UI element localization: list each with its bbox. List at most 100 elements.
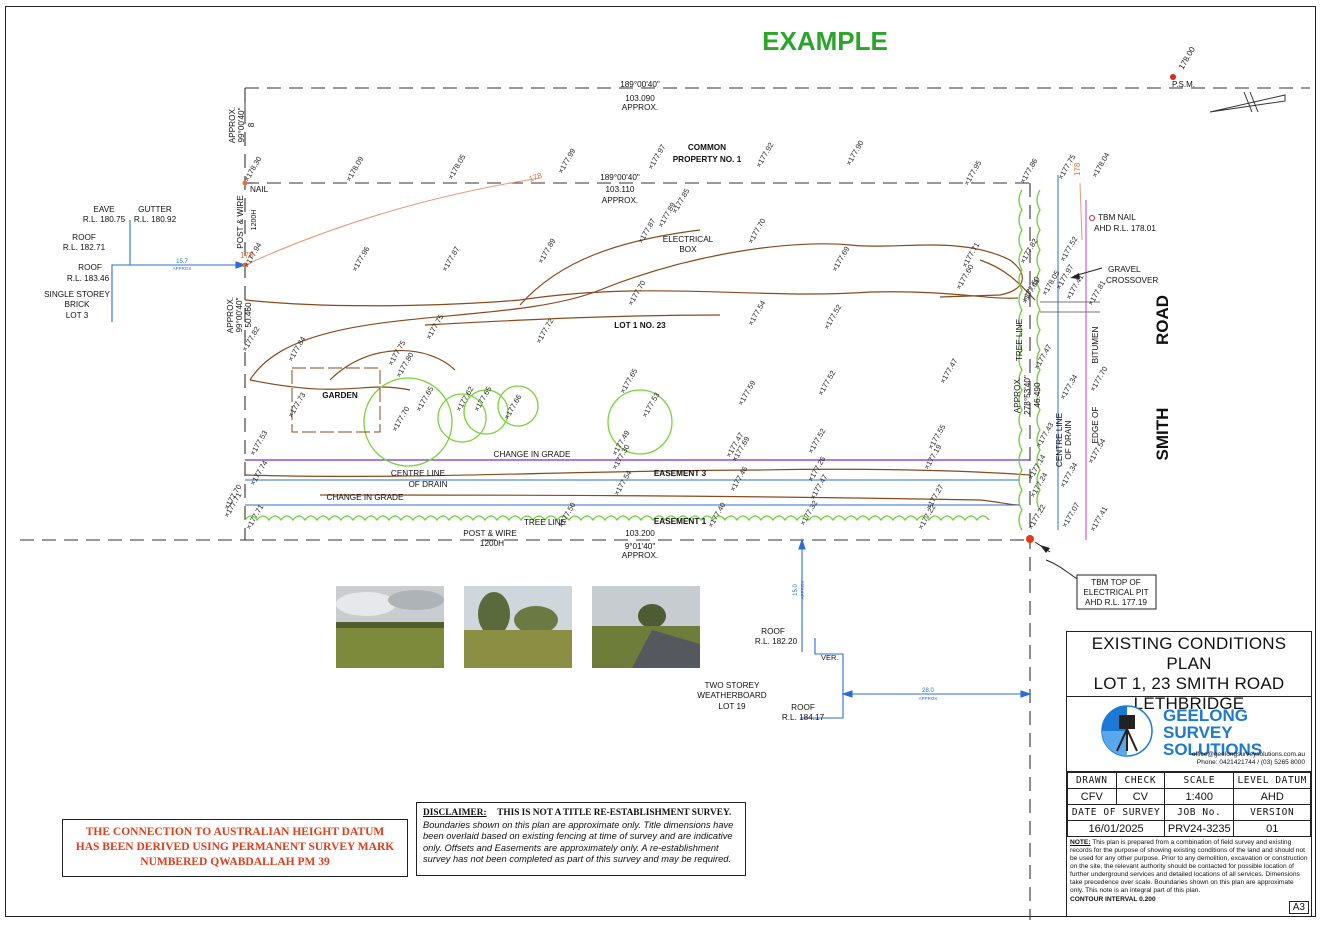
plan-title: EXISTING CONDITIONS PLAN LOT 1, 23 SMITH… (1067, 632, 1311, 713)
ahd-note-line: HAS BEEN DERIVED USING PERMANENT SURVEY … (75, 841, 395, 853)
spot-level: ×177.81 (1086, 279, 1107, 307)
tree-icon (363, 377, 453, 467)
tbm-nail-1: TBM NAIL (1098, 213, 1136, 222)
grade-lines (244, 229, 1036, 506)
company-name-line: SOLUTIONS (1163, 740, 1263, 759)
left-eave-2: R.L. 180.75 (83, 215, 126, 224)
val-level-datum: AHD (1233, 788, 1311, 805)
change-in-grade-label-2: CHANGE IN GRADE (327, 493, 404, 502)
ahd-note-line: THE CONNECTION TO AUSTRALIAN HEIGHT DATU… (85, 826, 385, 838)
spot-level: ×177.41 (1088, 505, 1109, 533)
bottom-approx: APPROX. (622, 551, 658, 560)
psm-level: 178.00 (1177, 45, 1197, 71)
north-arrow-icon (1209, 91, 1286, 113)
company-name-line: GEELONG (1163, 706, 1249, 725)
right-offset-h: 28.0 (922, 688, 934, 694)
plan-title-line: LOT 1, 23 SMITH ROAD (1093, 674, 1285, 693)
post-wire-left-h: 1200H (251, 210, 258, 231)
hdr-job-no: JOB No. (1164, 804, 1235, 821)
company-logo: GEELONG SURVEY SOLUTIONS office@geelongs… (1067, 697, 1311, 772)
mid-distance: 103.110 (606, 185, 635, 194)
right-house-outline (798, 538, 1032, 719)
bottom-distance: 103.200 (625, 529, 655, 538)
left-roof1-2: R.L. 182.71 (63, 243, 106, 252)
left-house-outline (111, 220, 247, 322)
spot-level: ×178.05 (446, 153, 467, 181)
contour-label: 178 (528, 171, 544, 184)
left-top-approx: APPROX. (228, 107, 237, 143)
spot-level: ×177.73 (286, 391, 307, 419)
common-property-2: PROPERTY NO. 1 (673, 155, 742, 164)
right-desc-3: LOT 19 (718, 702, 746, 711)
spot-level: ×177.54 (746, 299, 767, 327)
tree-line-label: TREE LINE (524, 518, 567, 527)
left-roof1-1: ROOF (72, 233, 96, 242)
site-photo (592, 586, 700, 668)
right-roof1-2: R.L. 182.20 (755, 637, 798, 646)
spot-level: ×177.53 (640, 391, 661, 419)
tree-line-right: TREE LINE (1015, 318, 1024, 361)
hdr-version: VERSION (1233, 804, 1311, 821)
disclaimer-body: Boundaries shown on this plan are approx… (423, 819, 734, 865)
title-block-table: DRAWN CHECK SCALE LEVEL DATUM CFV CV 1:4… (1066, 772, 1311, 837)
spot-level: ×177.92 (754, 141, 775, 169)
spot-level: ×177.85 (670, 187, 691, 215)
left-offset-note: APPROX (173, 266, 192, 271)
right-distance: 46.490 (1033, 382, 1042, 407)
ahd-connection-note: THE CONNECTION TO AUSTRALIAN HEIGHT DATU… (62, 819, 408, 877)
spot-level: ×177.89 (536, 237, 557, 265)
hdr-level-datum: LEVEL DATUM (1233, 772, 1311, 789)
centre-line-drain-r1: CENTRE LINE (1055, 412, 1064, 467)
drawing-frame (5, 6, 1316, 917)
right-approx: APPROX. (1013, 377, 1022, 413)
post-wire-bottom-h: 1200H (480, 539, 504, 548)
contour-178 (244, 177, 1083, 266)
right-offset-v: 15.0 (793, 584, 799, 596)
left-bottom-distance: 50.460 (244, 302, 253, 327)
spot-level: ×177.52 (816, 369, 837, 397)
spot-level: ×177.46 (728, 465, 749, 493)
right-offset-h-note: APPROX (919, 696, 938, 701)
disclaimer-box: DISCLAIMER: THIS IS NOT A TITLE RE-ESTAB… (416, 802, 746, 876)
gravel-crossover-2: CROSSOVER (1106, 276, 1158, 285)
val-job-no: PRV24-3235 (1164, 820, 1235, 837)
spot-level: ×178.04 (1090, 151, 1111, 179)
spot-level: ×177.07 (1060, 501, 1081, 529)
change-in-grade-label: CHANGE IN GRADE (494, 450, 571, 459)
left-roof2-2: R.L. 183.46 (67, 274, 110, 283)
left-eave-1: EAVE (93, 205, 115, 214)
electrical-box-1: ELECTRICAL (663, 235, 714, 244)
right-desc-2: WEATHERBOARD (697, 691, 767, 700)
spot-level: ×177.75 (424, 313, 445, 341)
left-gutter-1: GUTTER (138, 205, 172, 214)
spot-level: ×177.47 (938, 357, 959, 385)
spot-level: ×177.59 (736, 379, 757, 407)
bottom-bearing: 9°01'40" (625, 542, 656, 551)
spot-level: ×177.60 (954, 263, 975, 291)
site-photo (336, 586, 444, 668)
psm-label: P.S.M. (1172, 80, 1195, 89)
hdr-check: CHECK (1115, 772, 1166, 789)
spot-level: ×177.52 (822, 303, 843, 331)
left-desc-3: LOT 3 (66, 311, 89, 320)
easement1-label: EASEMENT 1 (654, 517, 707, 526)
tbm-pit-3: AHD R.L. 177.19 (1085, 598, 1147, 607)
disclaimer-heading: THIS IS NOT A TITLE RE-ESTABLISHMENT SUR… (497, 808, 732, 818)
boundary-lines (20, 87, 1310, 920)
spot-level: ×177.32 (798, 499, 819, 527)
spot-level: ×177.97 (646, 143, 667, 171)
mid-approx: APPROX. (602, 196, 638, 205)
spot-level: ×177.34 (1058, 373, 1079, 401)
left-gutter-2: R.L. 180.92 (134, 215, 177, 224)
hdr-drawn: DRAWN (1067, 772, 1117, 789)
spot-level: ×177.66 (502, 393, 523, 421)
tbm-nail-2: AHD R.L. 178.01 (1094, 224, 1156, 233)
surveyor-logo-icon (1101, 705, 1153, 757)
spot-level: ×177.70 (626, 279, 647, 307)
bitumen-label: BITUMEN (1091, 326, 1100, 363)
spot-level: ×177.74 (248, 459, 269, 487)
note-label: NOTE: (1070, 839, 1091, 846)
centre-line-drain-r2: OF DRAIN (1064, 420, 1073, 459)
left-offset: 15.7 (176, 259, 188, 265)
